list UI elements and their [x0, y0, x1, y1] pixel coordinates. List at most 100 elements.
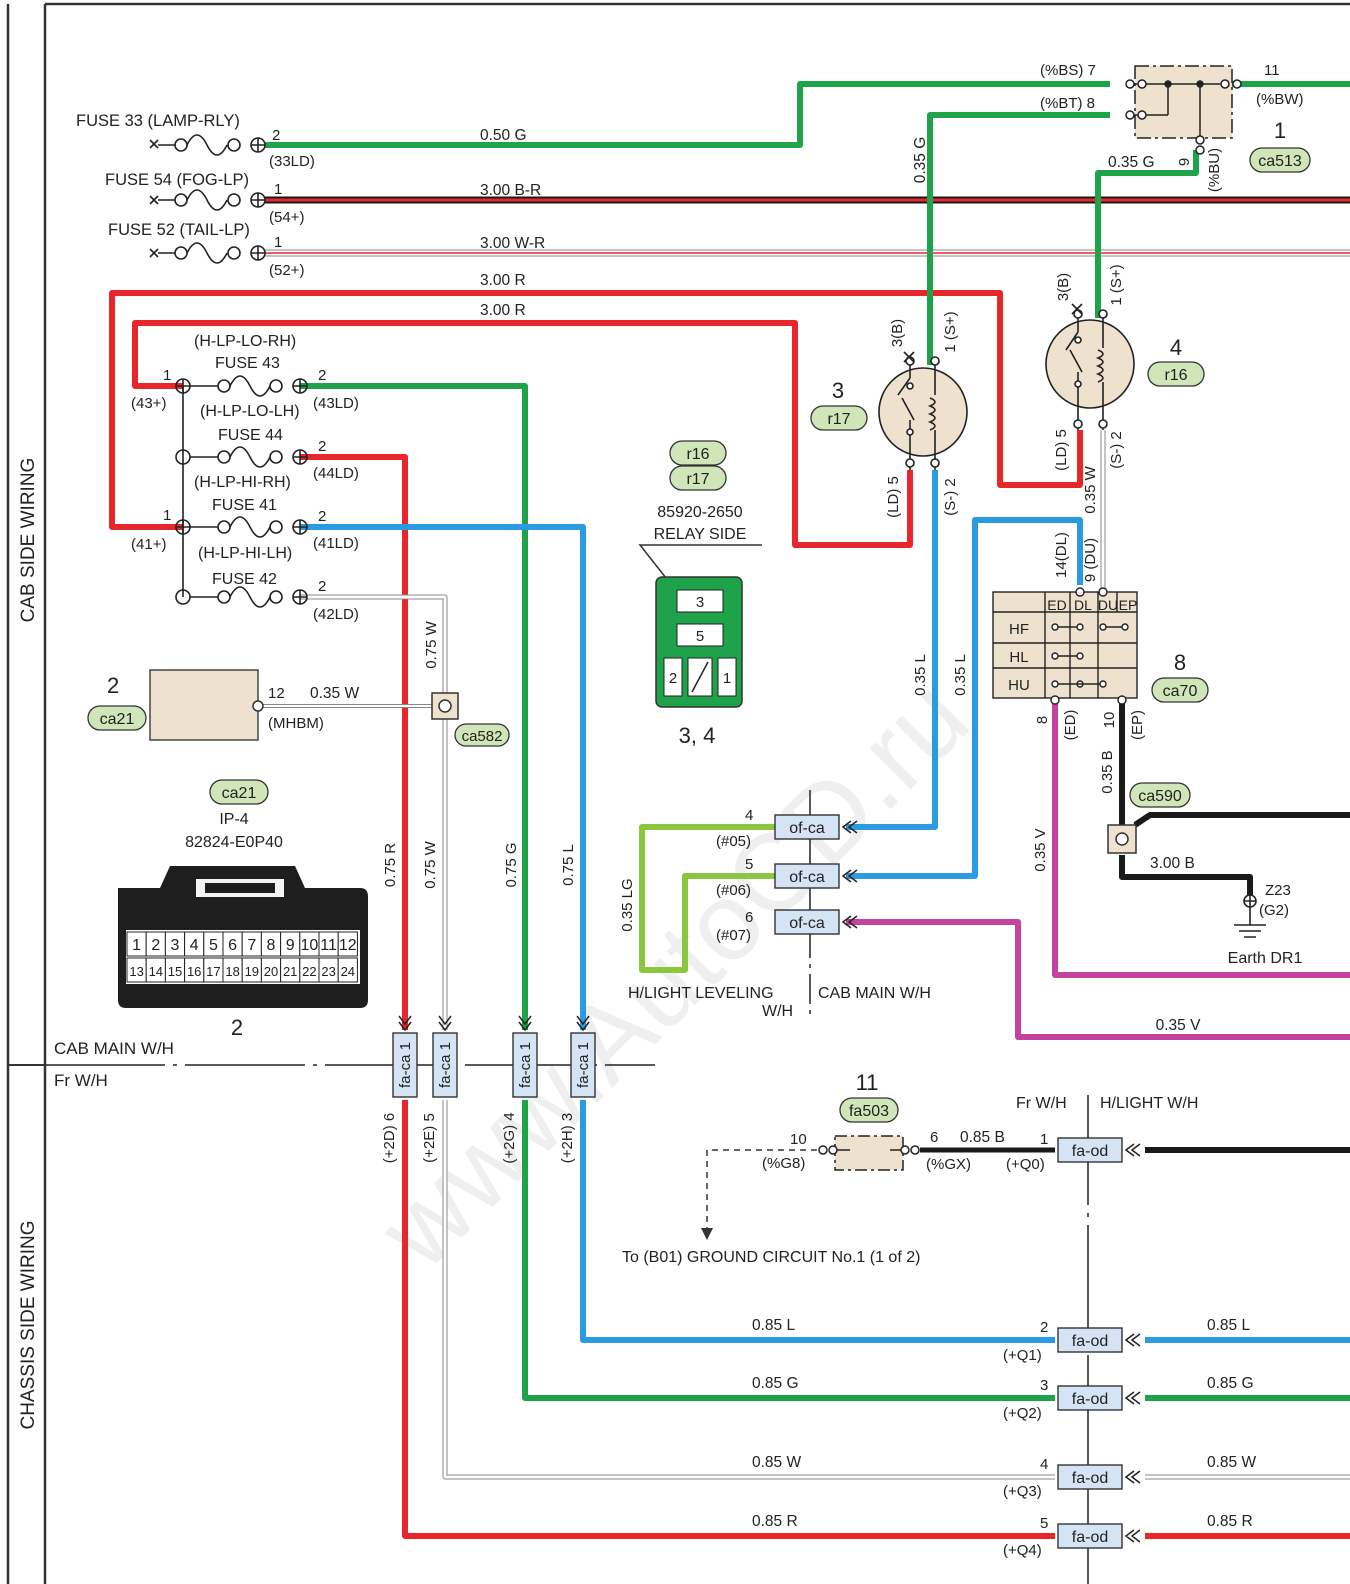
fa-ca-5-pin: (+2E) 5: [421, 1113, 438, 1163]
fuse-43-circuit: (H-LP-LO-RH): [194, 333, 296, 350]
component-8-ep: (EP): [1129, 710, 1146, 740]
of-ca-5-alt: (#06): [716, 882, 751, 899]
fa-od-4-box: [1057, 1464, 1123, 1490]
fuse-42-circuit: (H-LP-HI-LH): [198, 545, 292, 562]
wire-300-b: [1119, 855, 1253, 895]
fuse-52-symbol: [149, 242, 266, 264]
component-8-row-hu: HU: [1008, 677, 1030, 694]
fa-od-3-wire-right: 0.85 G: [1207, 1375, 1254, 1392]
component-8-col-du: DU: [1098, 597, 1118, 613]
ca590-g2: (G2): [1259, 902, 1289, 919]
relay-legend-r17-bg: [669, 465, 727, 491]
fuse-44-terminal: (44LD): [313, 465, 359, 482]
component-11-code-bg: [839, 1097, 899, 1123]
fa-od-1-alt: (+Q0): [1006, 1156, 1045, 1173]
fa-od-connectors: [1057, 1137, 1141, 1549]
connector-ca21-pin-number: 3: [171, 937, 180, 954]
relay-legend-pin-1: 1: [723, 670, 731, 687]
component-2-pin: [252, 700, 264, 712]
ground-dashed: [706, 1149, 817, 1236]
relay-3-pin-3: 3(B): [889, 319, 906, 347]
connector-ca21-pin-number: 19: [245, 964, 259, 979]
fa-od-5-alt: (+Q4): [1003, 1542, 1042, 1559]
fa-od-header-left: Fr W/H: [1016, 1095, 1067, 1112]
component-11-pin-6: 6: [930, 1129, 938, 1146]
chassis-side-label: CHASSIS SIDE WIRING: [18, 1220, 39, 1429]
fa-od-4-wire-left: 0.85 W: [752, 1454, 801, 1471]
relay-4-num: 4: [1170, 335, 1182, 360]
connector-ca21-pin-number: 11: [320, 937, 337, 954]
fa-od-2-pin: 2: [1040, 1319, 1048, 1336]
fa-od-2-alt: (+Q1): [1003, 1347, 1042, 1364]
relay-4-pin-2: (S-) 2: [1108, 431, 1125, 469]
wire-035-v-ofca: [846, 919, 1350, 1040]
component-8-col-ed: ED: [1047, 597, 1066, 613]
fa-od-5-wire-left: 0.85 R: [752, 1513, 798, 1530]
connector-ca21-pin-number: 18: [225, 964, 239, 979]
component-1-bu: (%BU): [1206, 148, 1223, 192]
relay-3-pin-5: (LD) 5: [885, 476, 902, 518]
relay-3-num: 3: [832, 378, 844, 403]
fuse-41-name: FUSE 41: [212, 497, 277, 514]
wire-label-075-w: 0.75 W: [422, 840, 439, 888]
relay-3-pin-2: (S-) 2: [942, 478, 959, 516]
lamp-fuse-symbols: [175, 375, 308, 608]
fa-od-header-right: H/LIGHT W/H: [1100, 1095, 1198, 1112]
component-2-wire: 0.35 W: [310, 685, 359, 702]
relay-legend-r17: r17: [686, 471, 709, 488]
component-1-num: 1: [1274, 118, 1286, 143]
fuse-42-name: FUSE 42: [212, 571, 277, 588]
fa-od-4-alt: (+Q3): [1003, 1483, 1042, 1500]
component-1-code-bg: [1249, 147, 1311, 173]
relay-legend-pointer: [638, 544, 762, 579]
fuse-43-name: FUSE 43: [215, 355, 280, 372]
connector-ca21-part: 82824-E0P40: [185, 834, 283, 851]
fuse-43-terminal: (43LD): [313, 395, 359, 412]
harness-split-left2: W/H: [762, 1003, 793, 1020]
relay-legend-block: [655, 576, 743, 708]
relay-legend-pin-5: 5: [696, 628, 704, 645]
wire-035-v-ed: [1052, 700, 1350, 978]
relay-4-body: [1045, 303, 1135, 430]
component-11-code: fa503: [849, 1103, 889, 1120]
ca590-z23: Z23: [1265, 882, 1291, 899]
cab-side-label: CAB SIDE WIRING: [18, 458, 39, 623]
fa-od-3-alt: (+Q2): [1003, 1405, 1042, 1422]
harness-split-right: CAB MAIN W/H: [818, 985, 931, 1002]
fa-od-3-box: [1057, 1385, 1123, 1411]
relay-3-body: [878, 351, 968, 470]
fa-od-1-box: [1057, 1137, 1123, 1163]
fa-ca-connectors: [392, 1015, 596, 1098]
wire-035-lg: [639, 824, 775, 973]
ground-circuit-reference: To (B01) GROUND CIRCUIT No.1 (1 of 2): [622, 1249, 920, 1266]
of-ca-4-label: of-ca: [789, 820, 825, 837]
wire-label-075-g: 0.75 G: [503, 842, 520, 887]
fuse-44-symbol: [175, 446, 308, 468]
wire-label-075-r: 0.75 R: [382, 843, 399, 887]
pin-1-43: 1: [163, 367, 171, 384]
connector-ca21-name: IP-4: [219, 811, 248, 828]
fuse-43-pin: 2: [318, 367, 326, 384]
relay-legend-r16: r16: [686, 446, 709, 463]
wire-035-g-relay4: [1095, 150, 1199, 318]
wire-050-g: [265, 81, 1110, 148]
fa-ca-3-label: fa-ca 1: [575, 1042, 592, 1088]
ground-arrow: [701, 1228, 713, 1240]
relay-3-code-bg: [810, 405, 868, 431]
wire-label-075-l: 0.75 L: [560, 844, 577, 886]
fr-wh-label: Fr W/H: [54, 1071, 108, 1090]
relay-legend-pin-3: 3: [696, 594, 704, 611]
relay-legend-side: RELAY SIDE: [654, 526, 747, 543]
fa-ca-6-label: fa-ca 1: [397, 1042, 414, 1088]
fuse-33-symbol: [149, 134, 266, 156]
connector-ca21-pin-number: 15: [168, 964, 182, 979]
component-1-pin-11: 11: [1264, 62, 1280, 79]
connector-ca21-pin-number: 6: [228, 937, 237, 954]
connector-ca21-pin-cell: [337, 931, 358, 957]
wire-075-w-upper-label: 0.75 W: [423, 620, 440, 668]
component-1-code: ca513: [1258, 153, 1302, 170]
wire-035-l-b: [846, 517, 1083, 879]
fa-ca-6-box: [392, 1032, 418, 1098]
